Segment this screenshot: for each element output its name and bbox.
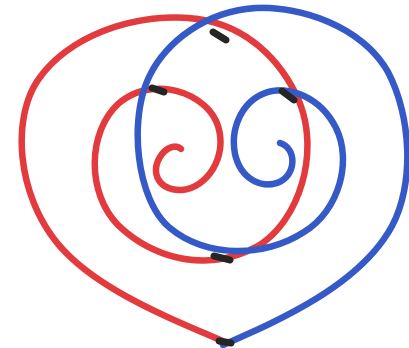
- red-heart-spiral: [22, 18, 308, 343]
- crossing-mark: [214, 256, 230, 260]
- crossing-mark: [152, 88, 164, 92]
- crossing-mark: [213, 32, 226, 40]
- crossing-mark: [219, 341, 231, 343]
